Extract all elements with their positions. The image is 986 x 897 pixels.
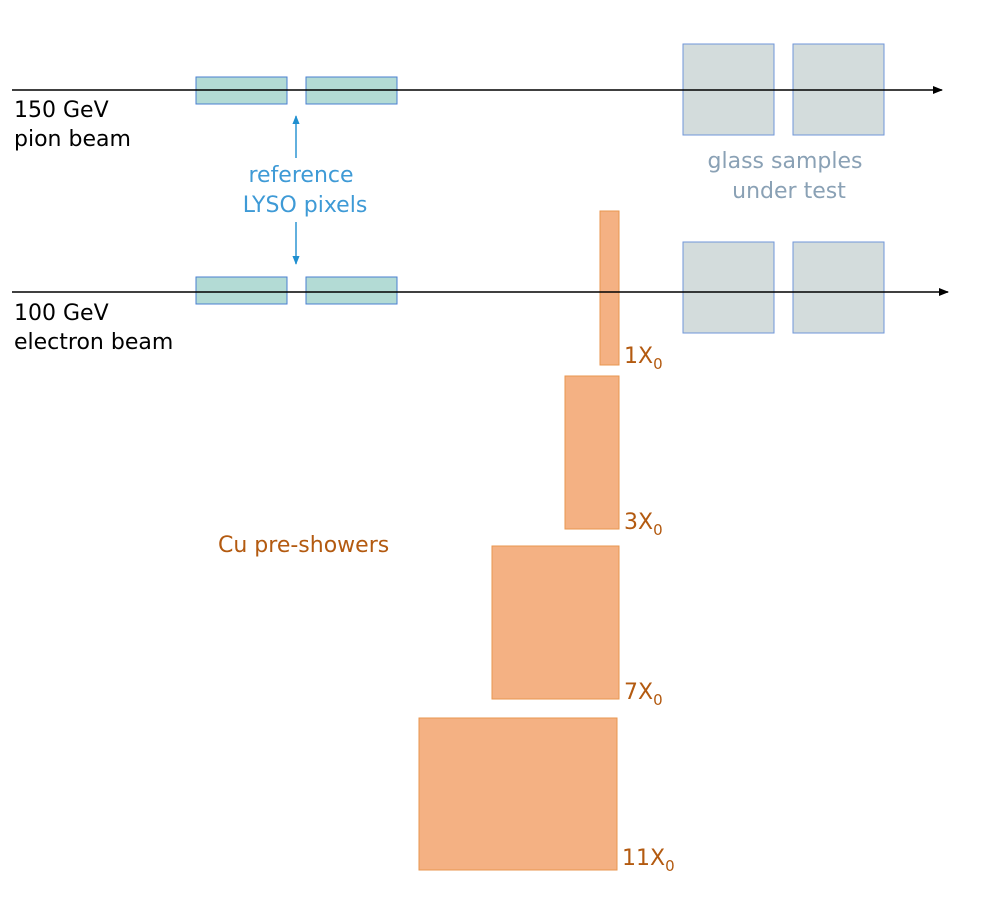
pion-beam-type-label: pion beam <box>14 127 131 152</box>
thickness-subscript: 0 <box>653 355 663 373</box>
glass-label-line2: under test <box>732 179 846 204</box>
cu-preshower-7x0 <box>491 545 620 700</box>
thickness-subscript: 0 <box>653 691 663 709</box>
cu-preshower-3x0 <box>564 375 620 530</box>
preshower-title: Cu pre-showers <box>218 533 389 558</box>
lyso-pixel-electron-2 <box>305 276 398 305</box>
thickness-label-3x0: 3X0 <box>624 510 663 539</box>
thickness-value: 7 <box>624 680 638 705</box>
thickness-subscript: 0 <box>653 521 663 539</box>
glass-label-line1: glass samples <box>708 149 863 174</box>
thickness-label-7x0: 7X0 <box>624 680 663 709</box>
cu-preshower-1x0 <box>599 210 620 366</box>
glass-sample-electron-2 <box>792 241 885 334</box>
thickness-label-1x0: 1X0 <box>624 344 663 373</box>
thickness-unit: X <box>638 344 653 369</box>
thickness-label-11x0: 11X0 <box>622 846 675 875</box>
thickness-unit: X <box>638 510 653 535</box>
thickness-unit: X <box>638 680 653 705</box>
thickness-value: 3 <box>624 510 638 535</box>
reference-label-line2: LYSO pixels <box>243 193 368 218</box>
reference-label-line1: reference <box>248 163 353 188</box>
lyso-pixel-electron-1 <box>195 276 288 305</box>
thickness-value: 11 <box>622 846 650 871</box>
electron-beam-energy-label: 100 GeV <box>14 301 109 326</box>
thickness-value: 1 <box>624 344 638 369</box>
pion-beam-energy-label: 150 GeV <box>14 98 109 123</box>
electron-beam-type-label: electron beam <box>14 330 173 355</box>
glass-sample-electron-1 <box>682 241 775 334</box>
thickness-unit: X <box>650 846 665 871</box>
thickness-subscript: 0 <box>665 857 675 875</box>
cu-preshower-11x0 <box>418 717 618 871</box>
